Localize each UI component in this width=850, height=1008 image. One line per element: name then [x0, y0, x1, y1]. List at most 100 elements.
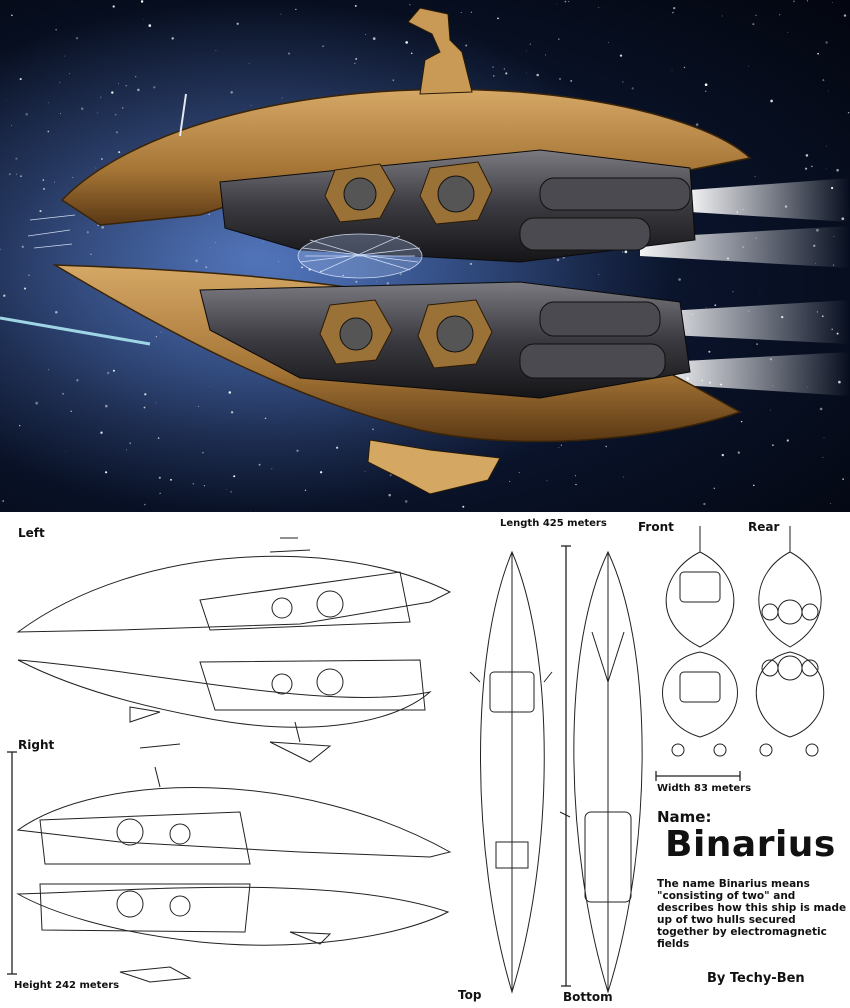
weapon-beam — [0, 316, 151, 346]
star — [114, 113, 117, 116]
star — [19, 78, 22, 81]
star — [228, 391, 232, 394]
star — [280, 13, 282, 15]
star — [526, 50, 528, 52]
star — [319, 471, 323, 474]
star — [825, 41, 828, 44]
star — [143, 18, 144, 20]
star — [623, 476, 625, 478]
star — [705, 307, 707, 308]
star — [8, 173, 11, 176]
star — [755, 14, 757, 16]
star — [47, 130, 50, 133]
star — [843, 14, 847, 17]
star — [117, 83, 119, 85]
star — [72, 176, 74, 178]
rear-view-label: Rear — [748, 520, 780, 534]
star — [805, 167, 808, 170]
star — [106, 371, 110, 375]
star — [258, 463, 261, 466]
star — [631, 87, 634, 90]
star — [322, 45, 324, 48]
star — [703, 502, 706, 506]
star — [203, 485, 205, 487]
star — [248, 62, 250, 64]
star — [160, 331, 162, 333]
star — [545, 54, 547, 56]
star — [2, 500, 5, 502]
star — [195, 259, 198, 263]
star — [3, 294, 6, 297]
star — [86, 231, 89, 234]
star — [112, 369, 115, 372]
star — [342, 274, 344, 277]
star — [671, 69, 673, 71]
star — [42, 179, 44, 181]
star — [564, 0, 567, 3]
engine-cylinders — [519, 177, 691, 379]
star — [753, 484, 755, 487]
star — [230, 411, 234, 414]
star — [0, 248, 1, 251]
star — [678, 278, 681, 281]
bottom-view-drawing — [559, 550, 643, 994]
star — [125, 85, 127, 87]
star — [575, 483, 577, 486]
star — [296, 449, 299, 452]
bottom-view-label: Bottom — [563, 990, 613, 1004]
star — [126, 449, 127, 451]
blueprint-panel: Left Right Length 425 meters Front Rear … — [0, 512, 850, 1008]
star — [529, 43, 532, 45]
star — [355, 280, 358, 283]
star — [811, 165, 813, 168]
star — [556, 258, 560, 262]
star — [226, 489, 228, 491]
star — [170, 478, 172, 481]
star — [409, 4, 411, 6]
star — [826, 167, 827, 169]
star — [622, 81, 624, 83]
star — [105, 471, 108, 474]
star — [121, 107, 124, 109]
star — [48, 102, 50, 104]
ship-description: The name Binarius means "consisting of t… — [657, 878, 847, 950]
star — [20, 175, 22, 178]
blueprint-drawings — [7, 526, 825, 994]
star — [105, 404, 108, 408]
star — [770, 409, 771, 411]
star — [555, 3, 557, 5]
star — [210, 246, 212, 248]
star — [129, 442, 131, 444]
star — [59, 82, 61, 84]
star — [144, 503, 146, 506]
star — [137, 88, 140, 92]
star — [355, 57, 358, 60]
star — [805, 154, 809, 157]
width-dimension — [655, 771, 741, 781]
star — [847, 111, 850, 114]
star — [492, 75, 495, 77]
star — [19, 424, 21, 427]
star — [756, 343, 758, 345]
star — [748, 65, 750, 67]
star — [560, 444, 562, 446]
star — [787, 31, 789, 33]
star — [55, 29, 57, 31]
ship-render-art — [0, 0, 850, 512]
star — [831, 2, 833, 4]
star — [55, 311, 58, 314]
star — [192, 483, 194, 485]
star — [118, 151, 121, 154]
star — [388, 493, 391, 497]
star — [115, 131, 118, 134]
star — [10, 125, 12, 127]
star — [43, 188, 45, 190]
star — [598, 7, 600, 8]
star — [819, 407, 823, 411]
star — [619, 54, 623, 57]
star — [354, 62, 356, 64]
star — [622, 251, 624, 253]
star — [11, 14, 13, 17]
star — [546, 480, 548, 482]
star — [574, 475, 576, 477]
